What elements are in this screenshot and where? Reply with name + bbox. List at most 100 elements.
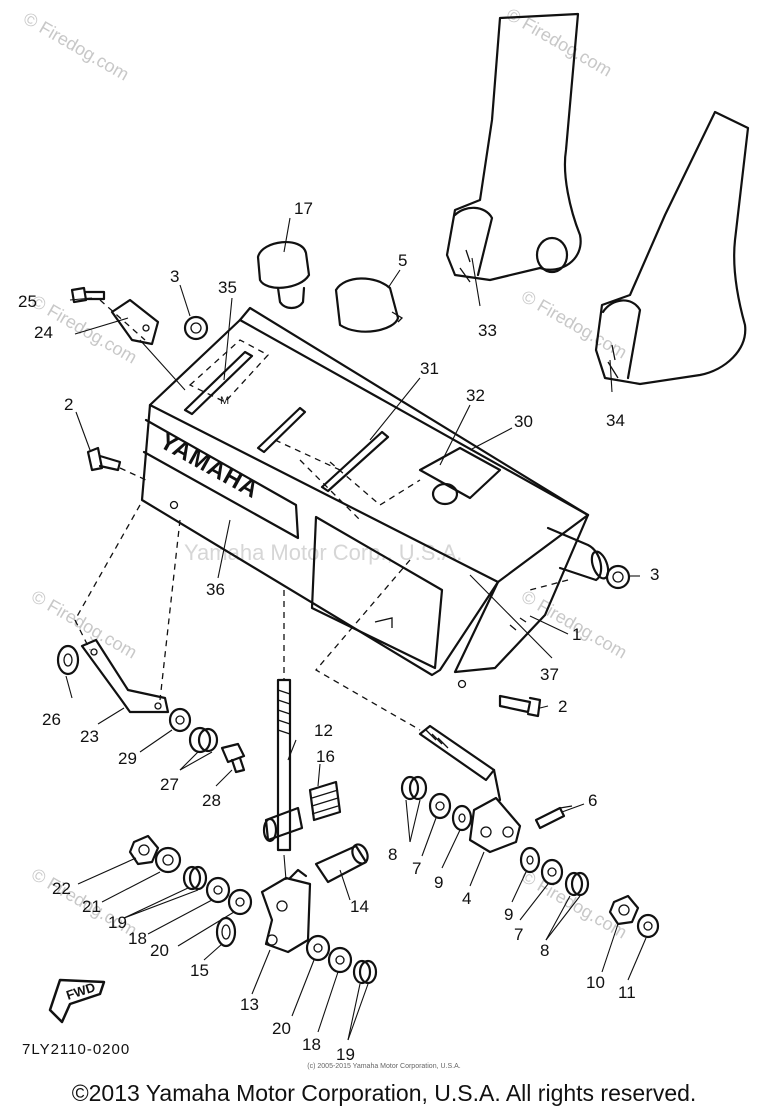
screw-part-2-left [86,446,122,472]
callout-28: 28 [202,791,221,810]
assembly-lines [74,299,569,731]
callout-20-left: 20 [150,941,169,960]
washer-part-9-upper [451,804,473,832]
callout-13: 13 [240,995,259,1014]
callout-14: 14 [350,897,369,916]
diagram-part-code: 7LY2110-0200 [22,1041,131,1058]
grommet-part-27 [188,726,219,754]
callout-33: 33 [478,321,497,340]
grommet-part-19-bottom [352,959,378,985]
callout-3-top: 3 [170,267,179,286]
pin-part-14 [314,843,369,884]
callout-21: 21 [82,897,101,916]
callout-20-bottom: 20 [272,1019,291,1038]
callout-30: 30 [514,412,533,431]
callout-9-lower: 9 [504,905,513,924]
callout-2-left: 2 [64,395,73,414]
callout-23: 23 [80,727,99,746]
callout-10: 10 [586,973,605,992]
callout-24: 24 [34,323,53,342]
spring-part-16 [308,780,342,822]
callout-4: 4 [462,889,471,908]
fwd-arrow-icon: FWD [48,978,106,1024]
decal-part-32 [418,446,502,506]
callout-25: 25 [18,292,37,311]
print-copyright-note: (c) 2005-2015 Yamaha Motor Corporation, … [307,1063,461,1070]
washer-part-9-lower [519,846,541,874]
grommet-part-3-left [183,315,209,341]
callout-7-lower: 7 [514,925,523,944]
callout-26: 26 [42,710,61,729]
callout-29: 29 [118,749,137,768]
grommet-part-8-lower [564,871,590,897]
brand-decal-text: YAMAHA [155,428,264,505]
washer-part-18-left [205,876,231,904]
callout-27: 27 [160,775,179,794]
callout-1: 1 [572,625,581,644]
console-housing-part-1: YAMAHA [140,306,610,689]
knob-part-17 [256,240,311,310]
nut-part-10 [608,894,640,926]
rod-part-12 [262,678,304,852]
knob-part-5 [334,277,404,333]
nut-part-22 [128,834,160,866]
callout-numbers: 17 5 3 35 25 24 2 31 32 30 33 34 3 1 37 … [18,199,659,1064]
callout-36: 36 [206,580,225,599]
callout-18-bottom: 18 [302,1035,321,1054]
callout-7-upper: 7 [412,859,421,878]
callout-37: 37 [540,665,559,684]
callout-15: 15 [190,961,209,980]
callout-17: 17 [294,199,313,218]
callout-18-left: 18 [128,929,147,948]
clip-part-15 [215,916,237,948]
callout-31: 31 [420,359,439,378]
grommet-part-8-upper [400,775,428,801]
callout-11: 11 [618,983,636,1002]
leader-lines [65,217,647,1041]
right-grip-part-34 [594,110,750,386]
watermark-lower-left: © Firedog.com [28,586,140,662]
copyright-footer: ©2013 Yamaha Motor Corporation, U.S.A. A… [71,1080,697,1106]
callout-12: 12 [314,721,333,740]
bolt-part-25 [70,286,106,304]
dash-outline-top [274,439,421,521]
lever-part-4 [468,796,522,854]
washer-part-7-upper [428,792,452,820]
callout-3-right: 3 [650,565,659,584]
svg-text:M: M [220,395,229,407]
callout-2-right: 2 [558,697,567,716]
bracket-part-23 [80,638,170,714]
grommet-part-3-right [605,564,631,590]
nut-part-21 [154,846,182,874]
grommet-part-19-left [182,865,208,891]
callout-8-upper: 8 [388,845,397,864]
callout-6: 6 [588,791,597,810]
callout-32: 32 [466,386,485,405]
decal-part-31 [256,406,390,493]
nut-part-11 [636,913,660,939]
callout-5: 5 [398,251,407,270]
callout-34: 34 [606,411,625,430]
callout-19-left: 19 [108,913,127,932]
callout-22: 22 [52,879,71,898]
bolt-part-28 [220,742,246,774]
screw-part-2-right [498,694,542,718]
bracket-part-24 [110,298,160,346]
washer-part-18-bottom [327,946,353,974]
washer-part-26 [56,644,80,676]
callout-16: 16 [316,747,335,766]
callout-35: 35 [218,278,237,297]
pin-part-6 [534,805,573,830]
throttle-cable-rod [418,724,502,802]
watermark-top-left: © Firedog.com [20,8,132,84]
callout-8-lower: 8 [540,941,549,960]
left-grip-part-33 [445,12,582,283]
callout-19-bottom: 19 [336,1045,355,1064]
callout-9-upper: 9 [434,873,443,892]
lever-part-13 [260,868,312,954]
washer-part-29 [168,707,192,733]
washer-part-20-bottom [305,934,331,962]
washer-part-7-lower [540,858,564,886]
washer-part-20-left [227,888,253,916]
